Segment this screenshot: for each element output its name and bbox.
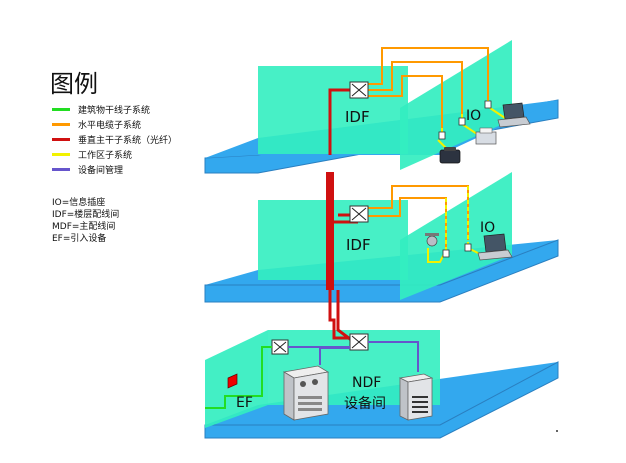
legend-swatch <box>52 168 70 171</box>
bottom-floor-slab <box>204 361 559 439</box>
entrance-device-icon <box>227 373 238 389</box>
legend-swatch <box>52 123 70 126</box>
top-back-wall <box>258 66 408 154</box>
legend-label: 工作区子系统 <box>78 151 133 161</box>
middle-idf-label: IDF <box>346 236 371 254</box>
legend-item: 水平电缆子系统 <box>52 117 177 132</box>
equipment-room-label: 设备间 <box>344 396 386 412</box>
legend-title: 图例 <box>50 70 98 98</box>
corner-dot <box>556 430 558 432</box>
legend-swatch <box>52 138 70 141</box>
legend-label: 水平电缆子系统 <box>78 121 142 131</box>
info-outlets <box>438 100 492 258</box>
laptop-icon <box>497 102 531 128</box>
top-io-label: IO <box>466 108 482 124</box>
horizontal-cables <box>368 47 489 248</box>
middle-side-wall <box>400 172 512 300</box>
legend-swatch <box>52 108 70 111</box>
fax-machine-icon <box>475 127 497 145</box>
legend-label: 设备间管理 <box>78 166 124 176</box>
rack-server-icon <box>398 373 434 421</box>
laptop-icon-middle <box>477 233 513 261</box>
equipment-cables <box>288 341 419 372</box>
abbreviation-line: IO=信息插座 <box>52 198 106 208</box>
legend-swatch <box>52 153 70 156</box>
legend-item: 垂直主干子系统（光纤） <box>52 132 177 147</box>
top-idf-label: IDF <box>345 108 370 126</box>
bottom-floor <box>204 330 559 439</box>
abbreviations: IO=信息插座 IDF=楼层配线间 MDF=主配线间 EF=引入设备 <box>52 197 119 245</box>
phone-icon <box>439 147 461 164</box>
abbreviation-line: MDF=主配线间 <box>52 222 116 232</box>
top-side-wall <box>400 40 512 170</box>
middle-floor <box>204 172 559 303</box>
middle-floor-slab <box>204 239 559 303</box>
abbreviation-line: IDF=楼层配线间 <box>52 210 120 220</box>
legend-item: 建筑物干线子系统 <box>52 102 177 117</box>
building-trunk <box>205 346 272 409</box>
ndf-label: NDF <box>352 375 382 391</box>
legend-item: 工作区子系统 <box>52 147 177 162</box>
ef-label: EF <box>236 395 253 411</box>
legend-label: 建筑物干线子系统 <box>78 106 151 116</box>
middle-io-label: IO <box>480 220 496 236</box>
legend: 建筑物干线子系统水平电缆子系统垂直主干子系统（光纤） 工作区子系统设备间管理 <box>52 102 177 177</box>
abbreviation-line: EF=引入设备 <box>52 234 107 244</box>
legend-item: 设备间管理 <box>52 162 177 177</box>
camera-icon <box>425 233 439 247</box>
legend-label: 垂直主干子系统（光纤） <box>78 136 178 146</box>
server-icon <box>282 365 330 421</box>
